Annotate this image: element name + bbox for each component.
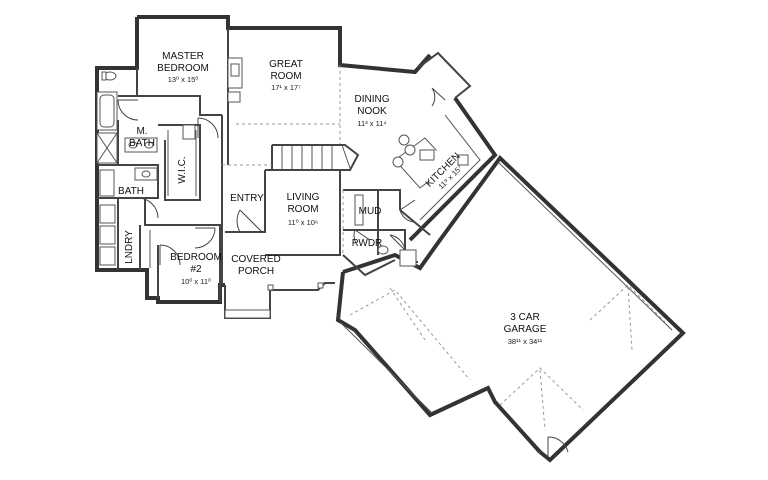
svg-text:3 CAR: 3 CAR bbox=[510, 312, 539, 323]
svg-text:ROOM: ROOM bbox=[287, 204, 318, 215]
staircase bbox=[272, 144, 360, 171]
svg-text:COVERED: COVERED bbox=[231, 254, 280, 265]
svg-text:#2: #2 bbox=[190, 264, 202, 275]
svg-text:ROOM: ROOM bbox=[270, 71, 301, 82]
room-label-garage: 3 CAR GARAGE 38¹¹ x 34¹¹ bbox=[504, 312, 547, 346]
svg-text:38¹¹ x 34¹¹: 38¹¹ x 34¹¹ bbox=[508, 337, 543, 346]
room-label-m-bath: M. BATH bbox=[129, 126, 155, 149]
svg-text:M.: M. bbox=[136, 126, 147, 137]
svg-text:NOOK: NOOK bbox=[357, 106, 387, 117]
svg-text:BEDROOM: BEDROOM bbox=[157, 63, 209, 74]
room-label-bedroom-2: BEDROOM #2 10⁰ x 11⁰ bbox=[170, 252, 222, 286]
svg-text:LIVING: LIVING bbox=[287, 192, 320, 203]
room-label-covered-porch: COVERED PORCH bbox=[231, 254, 280, 277]
svg-text:11⁰ x 10⁶: 11⁰ x 10⁶ bbox=[288, 218, 318, 227]
fixtures bbox=[96, 57, 481, 268]
doors bbox=[117, 87, 446, 266]
room-label-pwdr: PWDR bbox=[352, 238, 383, 249]
room-label-entry: ENTRY bbox=[230, 193, 264, 204]
room-label-great-room: GREAT ROOM 17¹ x 17⁷ bbox=[269, 59, 303, 92]
room-label-master-bedroom: MASTER BEDROOM 13⁰ x 15⁰ bbox=[157, 51, 209, 84]
svg-text:MASTER: MASTER bbox=[162, 51, 204, 62]
svg-text:BEDROOM: BEDROOM bbox=[170, 252, 222, 263]
room-label-wic: W.I.C. bbox=[177, 156, 188, 183]
svg-text:11³ x 11⁴: 11³ x 11⁴ bbox=[357, 119, 386, 128]
svg-text:10⁰ x 11⁰: 10⁰ x 11⁰ bbox=[181, 277, 211, 286]
svg-text:DINING: DINING bbox=[355, 94, 390, 105]
porch-step bbox=[224, 309, 271, 319]
svg-text:GREAT: GREAT bbox=[269, 59, 303, 70]
room-label-mud: MUD bbox=[359, 206, 382, 217]
porch-column bbox=[267, 284, 274, 291]
garage-walls bbox=[335, 154, 686, 463]
svg-text:17¹ x 17⁷: 17¹ x 17⁷ bbox=[271, 83, 301, 92]
room-label-dining-nook: DINING NOOK 11³ x 11⁴ bbox=[355, 94, 390, 128]
svg-text:GARAGE: GARAGE bbox=[504, 324, 547, 335]
svg-text:13⁰ x 15⁰: 13⁰ x 15⁰ bbox=[168, 75, 199, 84]
room-label-bath: BATH bbox=[118, 186, 144, 197]
svg-text:LNDRY: LNDRY bbox=[124, 230, 135, 264]
room-label-living-room: LIVING ROOM 11⁰ x 10⁶ bbox=[287, 192, 320, 227]
svg-text:PORCH: PORCH bbox=[238, 266, 274, 277]
porch-column bbox=[317, 282, 324, 289]
svg-text:BATH: BATH bbox=[129, 138, 155, 149]
svg-text:W.I.C.: W.I.C. bbox=[177, 156, 188, 183]
room-label-laundry: LNDRY bbox=[124, 230, 135, 264]
room-divisions bbox=[222, 65, 344, 255]
